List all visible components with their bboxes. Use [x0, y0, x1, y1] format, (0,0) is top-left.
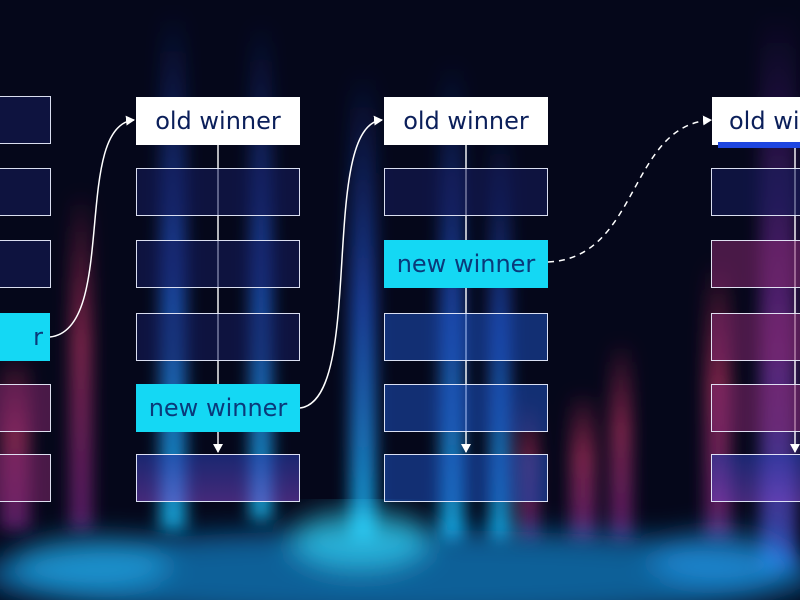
col2-new-winner-box: new winner — [384, 240, 548, 288]
col2-new-winner-label: new winner — [396, 250, 536, 278]
col1-old-winner-box: old winner — [136, 97, 300, 145]
col2-old-winner-box: old winner — [384, 97, 548, 145]
col0-row5-box — [0, 454, 51, 502]
col0-row1-box — [0, 168, 51, 216]
col3-highlight-bar — [718, 142, 800, 148]
col3-row2-box — [711, 240, 800, 288]
col1-new-winner-box: new winner — [136, 384, 300, 432]
col1-old-winner-label: old winner — [155, 107, 281, 135]
col3-row5-box — [711, 454, 800, 502]
col0-new-winner-label: r — [33, 323, 43, 351]
col1-row5-box — [136, 454, 300, 502]
col3-row3-box — [711, 313, 800, 361]
col3-row4-box — [711, 384, 800, 432]
col1-row2-box — [136, 240, 300, 288]
col0-row0-box — [0, 96, 51, 144]
col2-row4-box — [384, 384, 548, 432]
col1-row3-box — [136, 313, 300, 361]
col0-row4-box — [0, 384, 51, 432]
col1-new-winner-label: new winner — [148, 394, 288, 422]
col0-row2-box — [0, 240, 51, 288]
col0-new-winner-box: r — [0, 313, 50, 361]
col2-row5-box — [384, 454, 548, 502]
col2-row3-box — [384, 313, 548, 361]
col2-row1-box — [384, 168, 548, 216]
col3-row1-box — [711, 168, 800, 216]
col3-old-winner-label: old wi — [729, 107, 800, 135]
col3-old-winner-box: old wi — [712, 97, 800, 145]
col1-row1-box — [136, 168, 300, 216]
col2-old-winner-label: old winner — [403, 107, 529, 135]
